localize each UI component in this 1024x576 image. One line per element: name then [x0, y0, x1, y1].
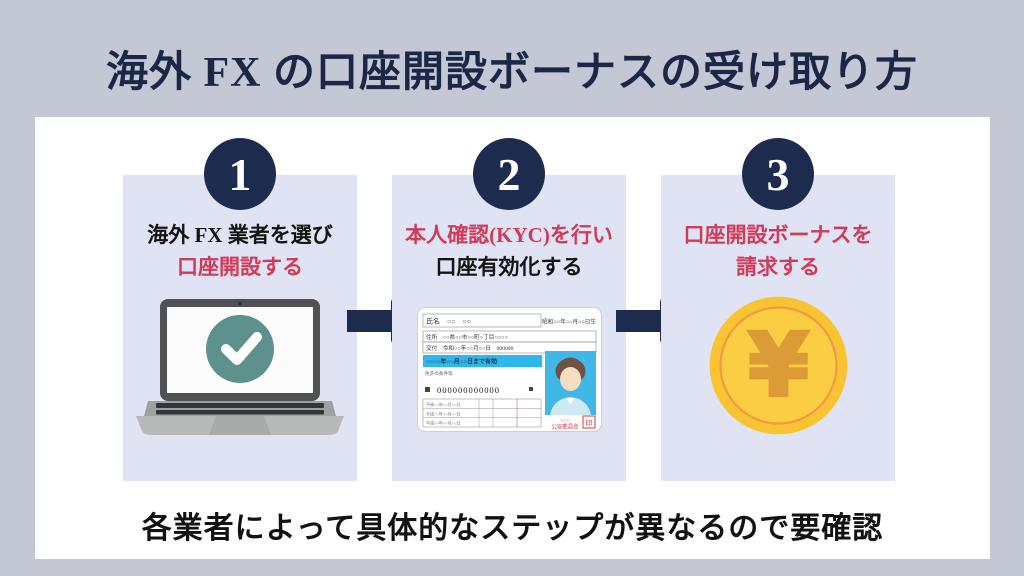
- step-1-text: 海外 FX 業者を選び 口座開設する: [123, 219, 357, 283]
- idcard-seal-text: 印: [586, 419, 593, 428]
- idcard-address-text: 住所 ○○県○○市○○町○丁目○○○○: [426, 333, 508, 341]
- step-2-text: 本人確認(KYC)を行い 口座有効化する: [392, 219, 626, 283]
- idcard-number-text: 000000000000: [437, 385, 500, 395]
- id-card-icon: 氏名 ○○ ○○ 昭和○○年○○月○○日生 住所 ○○県○○市○○町○丁目○○○…: [417, 307, 602, 432]
- footnote-text: 各業者によって具体的なステップが異なるので要確認: [141, 512, 884, 545]
- step-1-line2: 口座開設する: [177, 255, 303, 279]
- idcard-name-text: 氏名 ○○ ○○: [426, 317, 471, 326]
- idcard-stamp-line1: ○○○: [560, 418, 570, 424]
- laptop-checkmark-icon: [136, 299, 344, 435]
- idcard-dob-text: 昭和○○年○○月○○日生: [542, 318, 596, 326]
- yen-symbol: ¥: [748, 314, 809, 416]
- idcard-table-row1: 平成○○年○○月○○日: [426, 401, 461, 407]
- step-2-line1: 本人確認(KYC)を行い: [405, 223, 613, 247]
- yen-coin-icon: ¥: [709, 296, 848, 435]
- step-card-1: 1 海外 FX 業者を選び 口座開設する: [123, 138, 357, 481]
- step-1-line1: 海外 FX 業者を選び: [147, 223, 333, 247]
- step-3-line1: 口座開設ボーナスを: [683, 223, 873, 247]
- idcard-table-row3: 平成○○年○○月○○日: [426, 420, 461, 426]
- step-number-badge: 2: [473, 138, 545, 210]
- step-number-badge: 3: [742, 138, 814, 210]
- idcard-valid-text: ○○○○年○○月○○日まで有効: [426, 358, 497, 366]
- page-title: 海外 FX の口座開設ボーナスの受け取り方: [106, 50, 918, 96]
- idcard-conditions-text: 免許の条件等: [425, 370, 453, 377]
- step-number-badge: 1: [204, 138, 276, 210]
- idcard-stamp-line2: 公安委員会: [552, 423, 580, 431]
- step-card-3: 3 口座開設ボーナスを 請求する ¥: [661, 138, 895, 481]
- step-3-line2: 請求する: [736, 255, 820, 279]
- step-3-text: 口座開設ボーナスを 請求する: [661, 219, 895, 283]
- step-2-line2: 口座有効化する: [435, 255, 583, 279]
- step-card-2: 2 本人確認(KYC)を行い 口座有効化する 氏名 ○○ ○○ 昭和○○年○○月…: [392, 138, 626, 481]
- idcard-issue-text: 交付 令和○○年○○月○○日 000000: [426, 344, 514, 352]
- idcard-table-row2: 平成○○年○○月○○日: [426, 410, 461, 416]
- content-panel: 1 海外 FX 業者を選び 口座開設する 2 本人確認(KYC)を行い 口座有効…: [35, 117, 990, 559]
